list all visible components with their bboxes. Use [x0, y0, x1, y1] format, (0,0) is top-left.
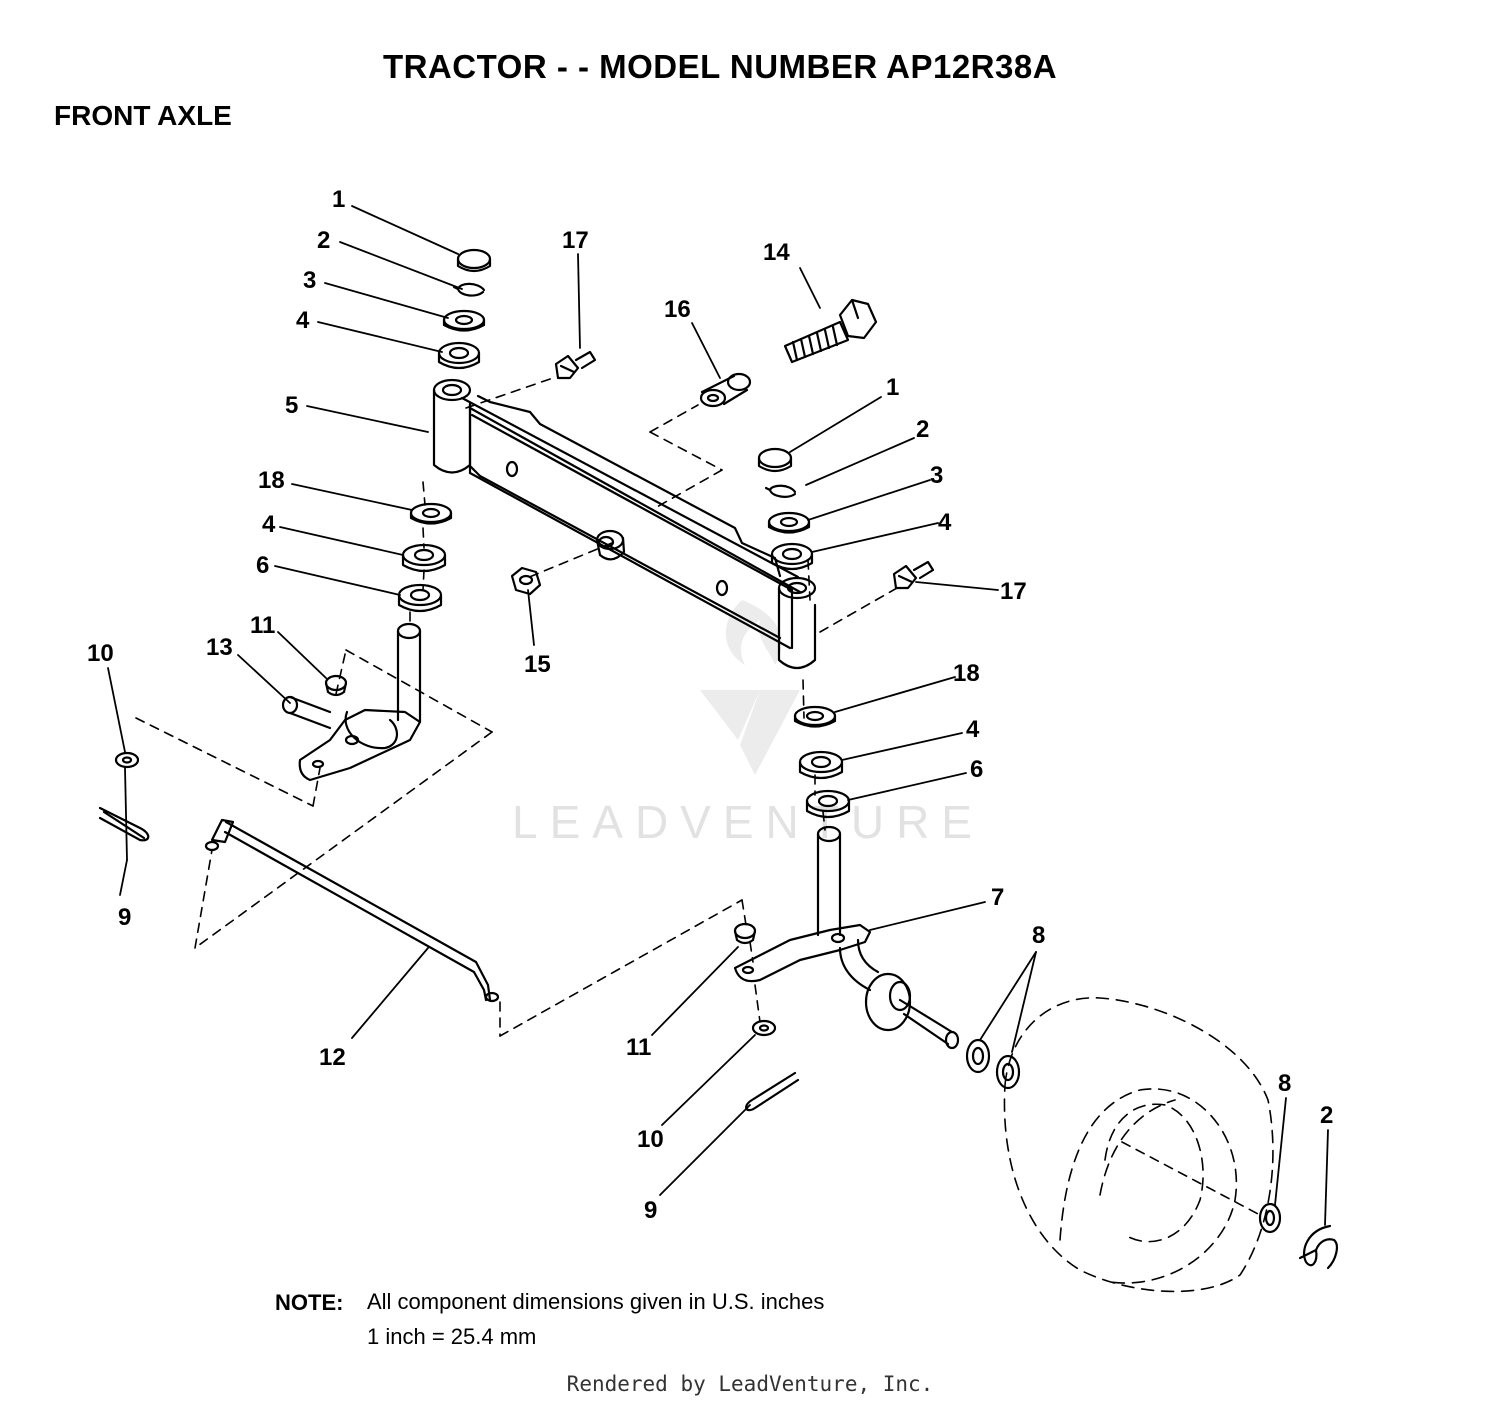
- note-dimensions-text: All component dimensions given in U.S. i…: [367, 1289, 825, 1314]
- callout-8-wheel: 8: [1278, 1070, 1291, 1097]
- part-18-washer-right: [793, 705, 837, 728]
- callout-6-right: 6: [970, 756, 983, 783]
- callout-13: 13: [206, 634, 233, 661]
- part-1-cap-right: [757, 447, 793, 473]
- callout-9-left: 9: [118, 904, 131, 931]
- part-10-washer-right: [751, 1019, 777, 1037]
- callout-10-left: 10: [87, 640, 114, 667]
- part-4-bushing-upper-left: [437, 341, 481, 370]
- callout-14: 14: [763, 239, 790, 266]
- callout-3-right: 3: [930, 462, 943, 489]
- callout-18-left: 18: [258, 467, 285, 494]
- part-11-nut-right: [733, 922, 757, 945]
- callout-labels: 1 2 3 4 5 18 4 6 11 13 10 9 17 16 14 15 …: [87, 186, 1333, 1224]
- part-6-bushing-left: [397, 583, 443, 613]
- part-16-spacer: [699, 372, 752, 408]
- part-2-ring-wheel: [1298, 1224, 1338, 1270]
- callout-8-upper: 8: [1032, 922, 1045, 949]
- callout-16: 16: [664, 296, 691, 323]
- callout-4-mid-left: 4: [262, 511, 276, 538]
- part-12-drag-link: [204, 818, 500, 1003]
- callout-3-top-left: 3: [303, 267, 316, 294]
- callout-4-lower-right: 4: [966, 716, 980, 743]
- callout-7: 7: [991, 884, 1004, 911]
- part-14-bolt: [783, 298, 878, 364]
- part-2-ring-left: [452, 282, 486, 297]
- part-8-washer-c: [1258, 1202, 1282, 1234]
- part-18-washer-left: [409, 502, 453, 525]
- note-conversion-text: 1 inch = 25.4 mm: [367, 1324, 537, 1349]
- callout-2-wheel: 2: [1320, 1102, 1333, 1129]
- part-17-fitting-lower: [892, 560, 935, 590]
- callout-18-right: 18: [953, 660, 980, 687]
- part-17-fitting-upper: [554, 350, 597, 380]
- page-title: TRACTOR - - MODEL NUMBER AP12R38A: [382, 48, 1058, 85]
- callout-6-left: 6: [256, 552, 269, 579]
- callout-4-upper-right: 4: [938, 509, 952, 536]
- part-9-cotter-pin-right: [745, 1071, 800, 1112]
- part-3-washer-right: [767, 511, 811, 534]
- callout-9-right: 9: [644, 1197, 657, 1224]
- part-10-washer-left: [114, 751, 140, 769]
- part-6-bushing-right: [805, 789, 851, 819]
- section-title: FRONT AXLE: [54, 100, 232, 131]
- callout-17-upper: 17: [562, 227, 589, 254]
- callout-10-right: 10: [637, 1126, 664, 1153]
- part-7-spindle-right: [733, 825, 960, 1050]
- part-4-bushing-lower-left: [401, 543, 447, 573]
- callout-1-right: 1: [886, 374, 899, 401]
- callout-15: 15: [524, 651, 551, 678]
- watermark: LEADVENTURE: [512, 600, 984, 848]
- callout-4-top-left: 4: [296, 307, 310, 334]
- part-3-washer-left: [442, 309, 486, 332]
- part-9-cotter-pin-left: [98, 806, 150, 842]
- leader-lines: [107, 205, 1329, 1226]
- part-8-washer-a: [965, 1038, 991, 1074]
- footer-credit: Rendered by LeadVenture, Inc.: [566, 1372, 934, 1396]
- watermark-text: LEADVENTURE: [512, 796, 984, 848]
- part-1-cap-left: [456, 248, 492, 273]
- part-15-nut: [510, 566, 542, 596]
- callout-2-right: 2: [916, 416, 929, 443]
- callout-11-left: 11: [250, 612, 275, 639]
- part-13-spindle-left: [281, 622, 422, 782]
- note-label: NOTE:: [275, 1290, 344, 1315]
- part-5-axle-beam: [432, 378, 817, 670]
- callout-5: 5: [285, 392, 298, 419]
- callout-12: 12: [319, 1044, 346, 1071]
- callout-17-lower: 17: [1000, 578, 1027, 605]
- wheel-reference-outline: [1003, 997, 1274, 1293]
- part-4-bushing-lower-right: [798, 750, 844, 780]
- callout-11-right: 11: [626, 1034, 651, 1061]
- part-8-washer-b: [995, 1054, 1021, 1090]
- callout-2-top-left: 2: [317, 227, 330, 254]
- part-11-nut-left: [324, 674, 348, 697]
- part-2-ring-right: [764, 484, 797, 498]
- callout-1-top-left: 1: [332, 186, 345, 213]
